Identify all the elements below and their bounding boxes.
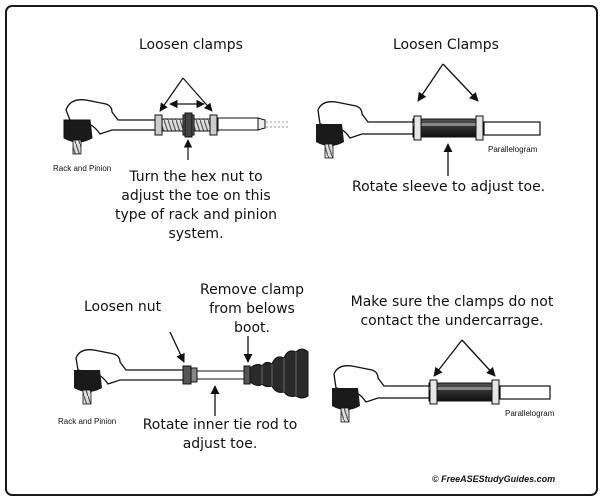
loosen-nut-label: Loosen nut [84, 299, 162, 315]
instruction-line: system. [168, 226, 224, 242]
note-line: contact the undercarrage. [360, 313, 544, 329]
note-line: Make sure the clamps do not [350, 294, 554, 310]
callout-line: boot. [234, 320, 270, 336]
diagram-frame [5, 5, 598, 496]
instruction-line: adjust toe. [182, 436, 258, 452]
parallelogram-label-top: Parallelogram [488, 145, 538, 154]
hex-nut-instruction: Turn the hex nut to adjust the toe on th… [96, 168, 296, 244]
rack-pinion-assembly-top [63, 77, 290, 160]
parallelogram-label-bottom: Parallelogram [505, 409, 555, 418]
instruction-line: type of rack and pinion [114, 207, 278, 223]
loosen-clamps-label-right: Loosen Clamps [393, 37, 499, 53]
instruction-line: Turn the hex nut to [129, 169, 263, 185]
instruction-line: Rotate inner tie rod to [142, 417, 298, 433]
callout-line: Remove clamp [200, 282, 304, 298]
instruction-line: adjust the toe on this [121, 188, 271, 204]
remove-clamp-label: Remove clamp from belows boot. [200, 281, 304, 338]
parallelogram-assembly-bottom [332, 339, 551, 423]
rack-pinion-label-bottom: Rack and Pinion [58, 417, 117, 426]
copyright-text: © FreeASEStudyGuides.com [432, 474, 556, 484]
rotate-sleeve-instruction: Rotate sleeve to adjust toe. [352, 179, 546, 195]
callout-line: from belows [209, 301, 295, 317]
rack-pinion-label-top: Rack and Pinion [53, 164, 112, 173]
parallelogram-assembly-top [316, 63, 541, 176]
loosen-clamps-label: Loosen clamps [139, 37, 243, 53]
rack-pinion-assembly-bottom [74, 331, 309, 416]
clamps-undercarriage-note: Make sure the clamps do not contact the … [332, 293, 572, 331]
rotate-tie-rod-instruction: Rotate inner tie rod to adjust toe. [130, 416, 310, 454]
